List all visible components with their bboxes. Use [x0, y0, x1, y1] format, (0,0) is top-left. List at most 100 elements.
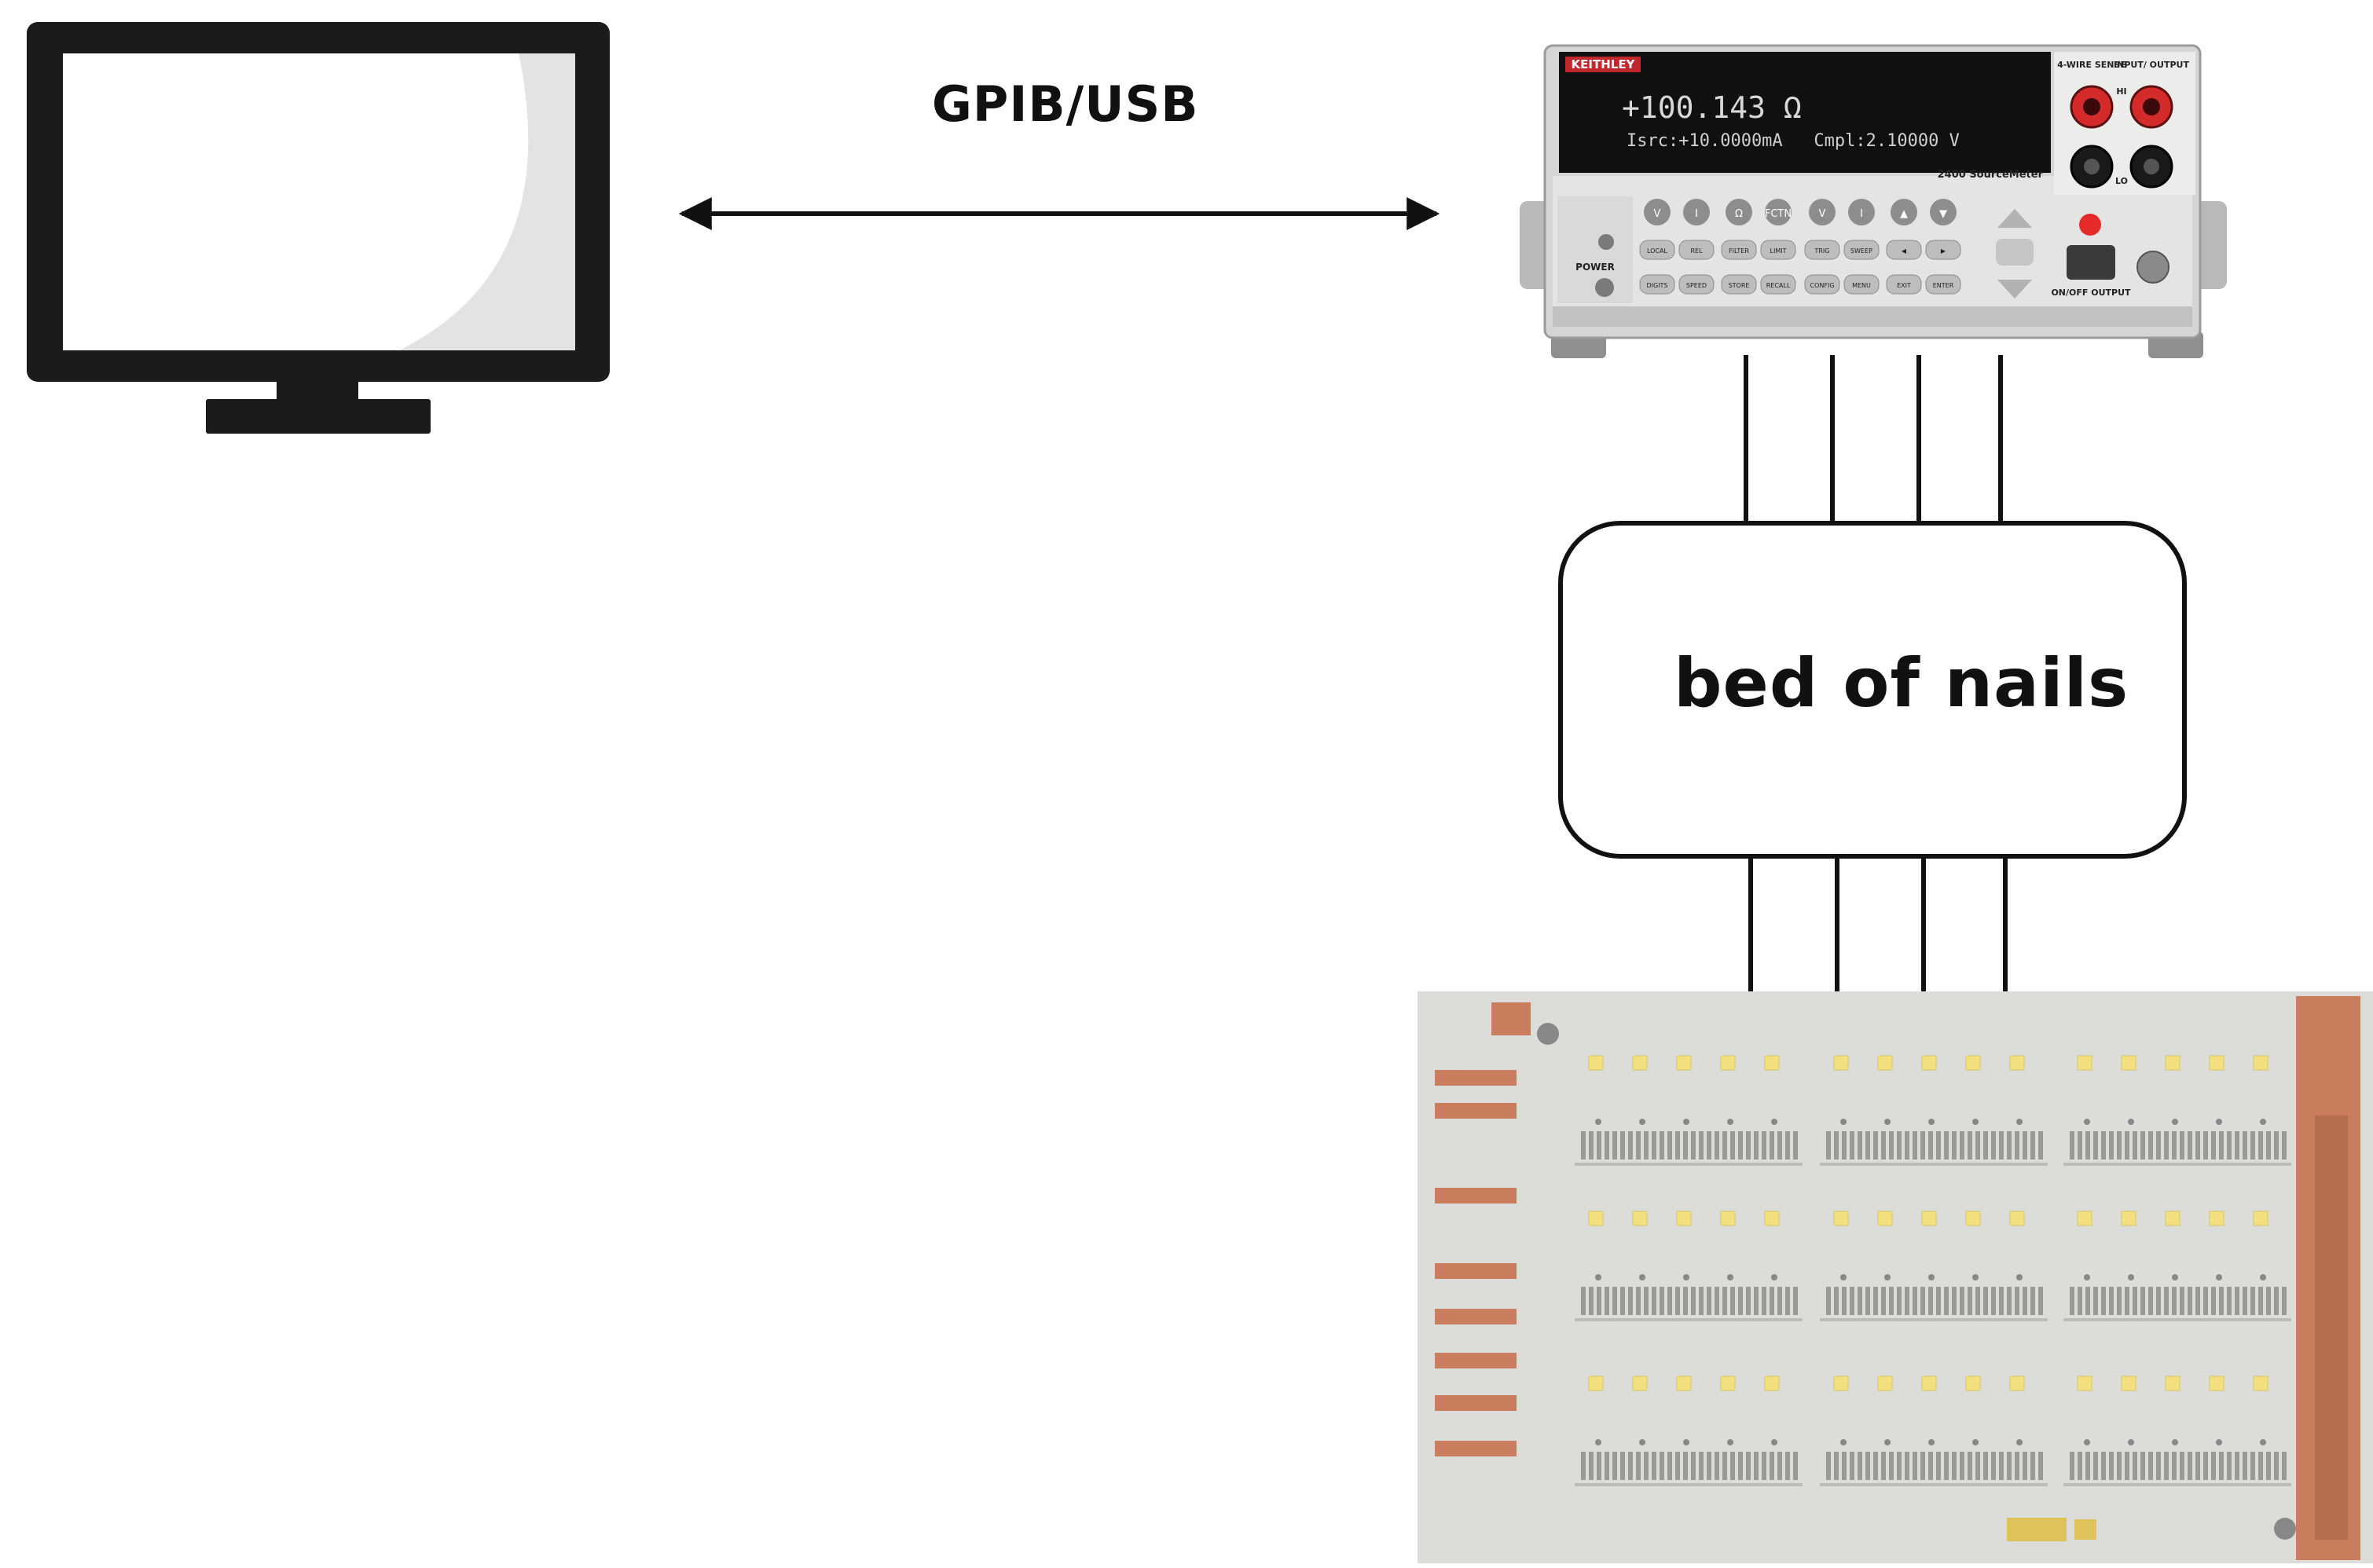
pcb-resistor-strip	[1746, 1131, 1751, 1160]
bed-of-nails-box	[1558, 521, 2187, 859]
display-toggle-knob	[1598, 234, 1614, 250]
pcb-via	[1972, 1119, 1979, 1125]
pcb-resistor-strip	[1707, 1131, 1711, 1160]
front-panel-key	[1804, 274, 1840, 295]
front-panel-key	[1760, 240, 1796, 260]
pcb-resistor-strip	[1850, 1131, 1854, 1160]
pcb-resistor-strip	[1975, 1131, 1980, 1160]
pcb-resistor-strip	[1628, 1131, 1633, 1160]
pcb-resistor-strip	[1597, 1452, 1601, 1480]
front-panel-key	[1804, 240, 1840, 260]
front-panel-key-label: ◀	[1902, 247, 1907, 255]
hi-label: HI	[2116, 86, 2126, 97]
front-panel-key	[1683, 199, 1710, 225]
pcb-resistor-strip	[1691, 1452, 1696, 1480]
pcb-resistor-strip	[2093, 1452, 2098, 1480]
instrument-brand: KEITHLEY	[1572, 57, 1636, 71]
pcb-resistor-strip	[2195, 1452, 2200, 1480]
pcb-via	[2084, 1274, 2090, 1280]
led-chip	[2121, 1376, 2136, 1391]
pcb-resistor-strip	[1881, 1452, 1886, 1480]
pcb-resistor-strip	[1722, 1287, 1727, 1315]
front-panel-key-label: I	[1695, 208, 1698, 220]
pcb-resistor-strip	[1936, 1452, 1941, 1480]
instrument-model: 2400 SourceMeter	[1938, 169, 2044, 181]
pcb-resistor-strip	[1944, 1131, 1949, 1160]
pcb-resistor-strip	[2023, 1452, 2027, 1480]
led-chip	[1588, 1211, 1604, 1226]
pcb-resistor-strip	[2188, 1287, 2192, 1315]
pcb-resistor-strip	[1991, 1287, 1996, 1315]
pcb-resistor-strip	[1850, 1287, 1854, 1315]
pcb-resistor-strip	[2172, 1452, 2177, 1480]
pcb-resistor-strip	[1597, 1287, 1601, 1315]
pcb-resistor-strip	[1770, 1452, 1774, 1480]
led-chip	[1965, 1055, 1981, 1071]
pcb-via	[1639, 1274, 1645, 1280]
pcb-resistor-strip	[2203, 1131, 2208, 1160]
pcb-resistor-strip	[1612, 1452, 1617, 1480]
pcb-resistor-strip	[1699, 1131, 1704, 1160]
pcb-resistor-strip	[1842, 1131, 1847, 1160]
pcb-resistor-strip	[2093, 1131, 2098, 1160]
pcb-resistor-strip	[1699, 1287, 1704, 1315]
pcb-resistor-strip	[1628, 1287, 1633, 1315]
led-chip	[1921, 1376, 1937, 1391]
pcb-resistor-strip	[2085, 1131, 2090, 1160]
pcb-resistor-strip	[2085, 1452, 2090, 1480]
pcb-edge-pad	[1435, 1070, 1517, 1086]
pcb-resistor-strip	[2148, 1452, 2153, 1480]
pcb-edge-pad	[1435, 1309, 1517, 1324]
pcb-resistor-strip	[1834, 1131, 1839, 1160]
pcb-edge-pad	[1435, 1441, 1517, 1456]
pcb-via	[2172, 1439, 2178, 1445]
pcb-resistor-strip	[1683, 1131, 1688, 1160]
pcb-resistor-strip	[2172, 1131, 2177, 1160]
pcb-resistor-strip	[1762, 1452, 1766, 1480]
pcb-resistor-strip	[1730, 1452, 1735, 1480]
pcb-via	[2084, 1439, 2090, 1445]
pcb-resistor-strip	[2235, 1452, 2239, 1480]
pcb-resistor-strip	[1873, 1131, 1878, 1160]
led-chip	[1632, 1211, 1648, 1226]
pcb-resistor-strip	[2258, 1287, 2263, 1315]
led-chip	[1833, 1376, 1849, 1391]
pcb-resistor-strip	[2172, 1287, 2177, 1315]
io-lo-terminal-core	[2144, 159, 2159, 174]
pcb-edge-pads	[1435, 1070, 1517, 1456]
pcb-right-copper-inner	[2315, 1116, 2348, 1540]
led-chip	[2121, 1055, 2136, 1071]
pcb-resistor-strip	[1826, 1452, 1831, 1480]
pcb-resistor-strip	[1683, 1452, 1688, 1480]
instrument-reading: +100.143 Ω	[1622, 90, 1802, 125]
pcb-resistor-strip	[2164, 1452, 2169, 1480]
led-chip	[1877, 1211, 1893, 1226]
sense-label: 4-WIRE SENSE	[2057, 60, 2126, 70]
pcb-resistor-strip	[2258, 1131, 2263, 1160]
pcb-trace	[2063, 1318, 2291, 1321]
pcb-via	[1683, 1119, 1689, 1125]
pcb-via	[1840, 1274, 1847, 1280]
range-down-key	[1997, 280, 2032, 299]
pcb-resistor-strip	[2070, 1287, 2074, 1315]
pcb-resistor-strip	[1897, 1452, 1902, 1480]
pcb-resistor-strip	[2140, 1287, 2145, 1315]
monitor-neck	[277, 382, 358, 401]
led-chip	[2009, 1376, 2025, 1391]
pcb-resistor-strip	[1975, 1287, 1980, 1315]
pcb-resistor-strip	[1762, 1131, 1766, 1160]
led-chip	[1676, 1055, 1692, 1071]
pcb-resistor-strip	[2030, 1452, 2035, 1480]
pcb-resistor-strip	[1589, 1452, 1594, 1480]
pcb-via	[1639, 1439, 1645, 1445]
front-panel-key	[1726, 199, 1752, 225]
monitor-icon	[27, 22, 610, 434]
pcb-resistor-strip	[2109, 1452, 2114, 1480]
pcb-resistor-strip	[2070, 1131, 2074, 1160]
pcb-resistor-strip	[1660, 1452, 1664, 1480]
pcb-resistor-strip	[2030, 1287, 2035, 1315]
pcb-resistor-strip	[1928, 1287, 1933, 1315]
output-label: ON/OFF OUTPUT	[2051, 288, 2131, 298]
pcb-resistor-strip	[1936, 1287, 1941, 1315]
